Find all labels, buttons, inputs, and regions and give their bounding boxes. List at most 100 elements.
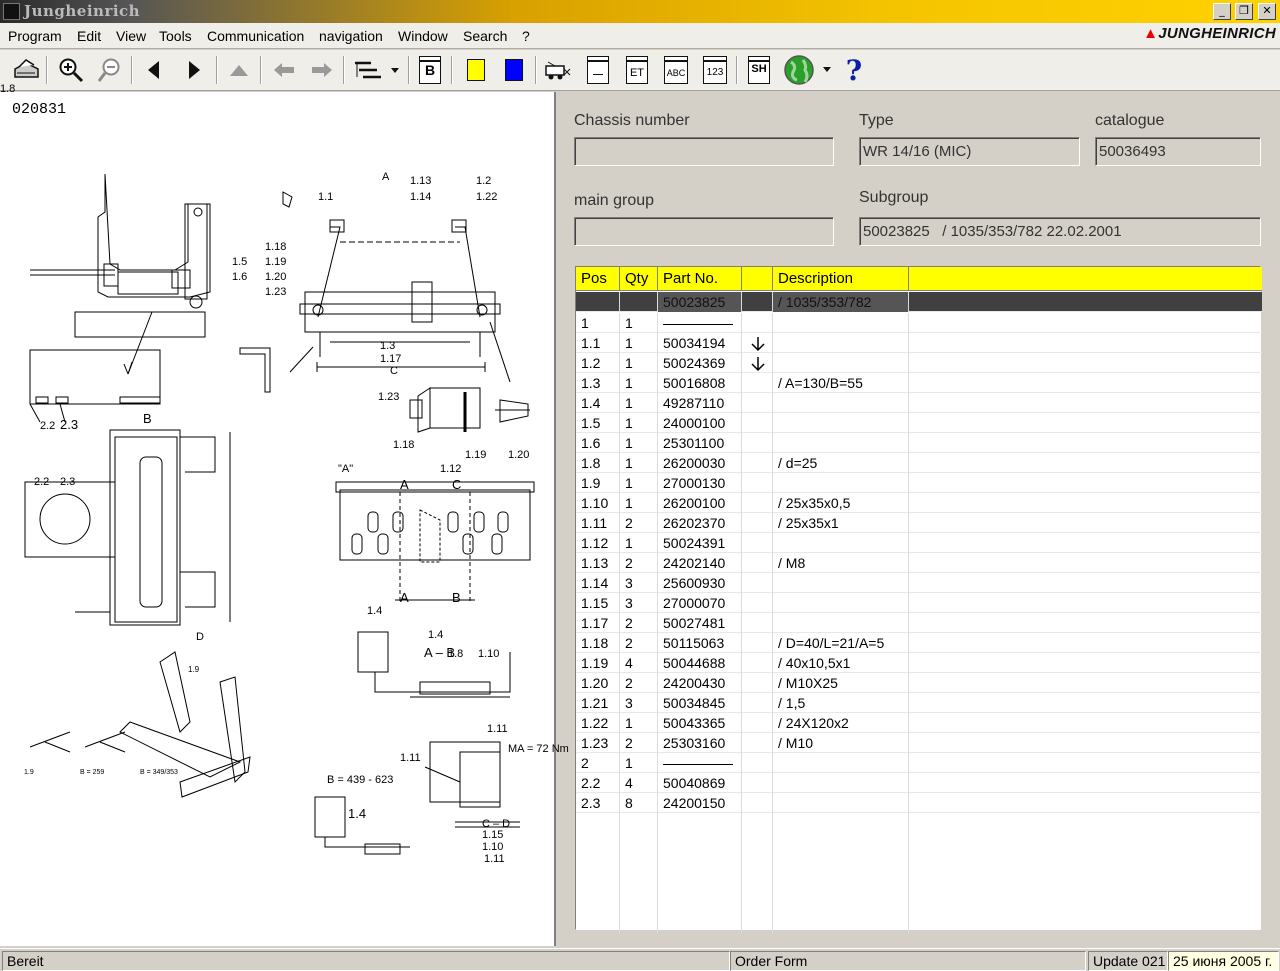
drawing-callout[interactable]: 1.10 [478, 648, 499, 660]
drawing-callout[interactable]: 1.17 [380, 353, 401, 365]
app-icon[interactable] [3, 3, 20, 20]
drawing-callout[interactable]: 2.3 [60, 476, 75, 488]
menu-search[interactable]: Search [463, 28, 508, 44]
up-icon[interactable] [223, 54, 255, 86]
column-description[interactable]: Description [773, 267, 909, 291]
drawing-callout[interactable]: 1.3 [380, 340, 395, 352]
drawing-callout[interactable]: 1.19 [465, 449, 486, 461]
print-icon[interactable] [10, 54, 42, 86]
column-pos[interactable]: Pos [576, 267, 620, 291]
subgroup-field[interactable]: 50023825 / 1035/353/782 22.02.2001 [859, 217, 1261, 246]
drawing-callout[interactable]: 1.4 [367, 605, 382, 617]
chassis-number-field[interactable] [574, 137, 834, 166]
drawing-callout[interactable]: 1.14 [410, 191, 431, 203]
order-form-status[interactable]: Order Form [730, 951, 1086, 971]
minimize-button[interactable]: _ [1213, 3, 1231, 20]
drawing-callout[interactable]: 1.18 [265, 241, 286, 253]
drawing-callout[interactable]: 1.11 [487, 723, 508, 735]
drawing-callout[interactable]: 1.4 [428, 629, 443, 641]
drawing-callout[interactable]: B [452, 590, 461, 605]
drawing-callout[interactable]: 1.6 [232, 271, 247, 283]
drawing-callout[interactable]: 1.10 [482, 841, 503, 853]
drawing-callout[interactable]: A [400, 477, 409, 492]
sh-icon[interactable]: SH [743, 54, 775, 86]
previous-icon[interactable] [138, 54, 170, 86]
menu-edit[interactable]: Edit [77, 28, 102, 44]
drawing-callout[interactable]: 2.2 [40, 420, 55, 432]
drawing-callout[interactable]: 1.19 [265, 256, 286, 268]
drawing-callout[interactable]: 1.5 [232, 256, 247, 268]
drawing-callout[interactable]: 1.23 [378, 391, 399, 403]
drawing-callout[interactable]: 1.23 [265, 286, 286, 298]
et-icon[interactable]: ET [621, 54, 653, 86]
123-icon[interactable]: 123 [699, 54, 731, 86]
help-icon[interactable]: ? [838, 54, 870, 87]
drawing-callout[interactable]: B = 259 [80, 769, 104, 776]
menu-view[interactable]: View [116, 28, 147, 44]
menu-help[interactable]: ? [522, 28, 530, 44]
menu-window[interactable]: Window [398, 28, 448, 44]
type-field[interactable]: WR 14/16 (MIC) [859, 137, 1080, 166]
close-button[interactable]: ✕ [1258, 3, 1276, 20]
menu-tools[interactable]: Tools [159, 28, 192, 44]
drawing-callout[interactable]: 1.15 [482, 829, 503, 841]
zoom-out-icon[interactable] [94, 54, 126, 86]
drawing-callout[interactable]: 1.18 [393, 439, 414, 451]
drawing-callout[interactable]: 2.3 [60, 417, 78, 432]
drawing-callout[interactable]: B = 349/353 [140, 769, 178, 776]
drawing-callout[interactable]: 1.22 [476, 191, 497, 203]
back-icon[interactable] [268, 54, 300, 86]
drawing-callout[interactable]: B = 439 - 623 [327, 774, 393, 786]
next-icon[interactable] [178, 54, 210, 86]
drawing-callout[interactable]: A [382, 171, 390, 183]
forward-icon[interactable] [306, 54, 338, 86]
drawing-callout[interactable]: 1.11 [400, 752, 421, 764]
tree-view-icon[interactable] [350, 54, 402, 86]
abc-icon[interactable]: ABC [660, 54, 692, 86]
drawing-callout[interactable]: 1.20 [265, 271, 286, 283]
restore-button[interactable]: ❐ [1235, 3, 1253, 20]
menu-navigation[interactable]: navigation [319, 28, 383, 44]
globe-icon[interactable] [782, 54, 834, 86]
drawing-callout[interactable]: "A" [338, 463, 353, 475]
drawing-callout[interactable]: C [390, 365, 398, 377]
drawing-callout[interactable]: B [143, 411, 152, 426]
drawing-callout[interactable]: 2.2 [34, 476, 49, 488]
catalogue-field[interactable]: 50036493 [1095, 137, 1261, 166]
column-extra[interactable] [909, 267, 1262, 291]
drawing-callout[interactable]: 1.2 [476, 175, 491, 187]
menu-program[interactable]: Program [8, 28, 62, 44]
drawing-callout[interactable]: 1.8 [0, 83, 15, 95]
menu-communication[interactable]: Communication [207, 28, 305, 44]
drawing-callout[interactable]: A – B [424, 645, 455, 660]
zoom-in-icon[interactable] [55, 54, 87, 86]
column-part-no[interactable]: Part No. [658, 267, 742, 291]
table-row-selected[interactable]: 50023825 / 1035/353/782 [576, 292, 1262, 312]
yellow-color-icon[interactable] [460, 54, 492, 86]
drawing-callout[interactable]: MA = 72 Nm [508, 743, 569, 755]
drawing-callout[interactable]: 1.20 [508, 449, 529, 461]
drawing-panel[interactable]: 020831 [0, 83, 569, 946]
